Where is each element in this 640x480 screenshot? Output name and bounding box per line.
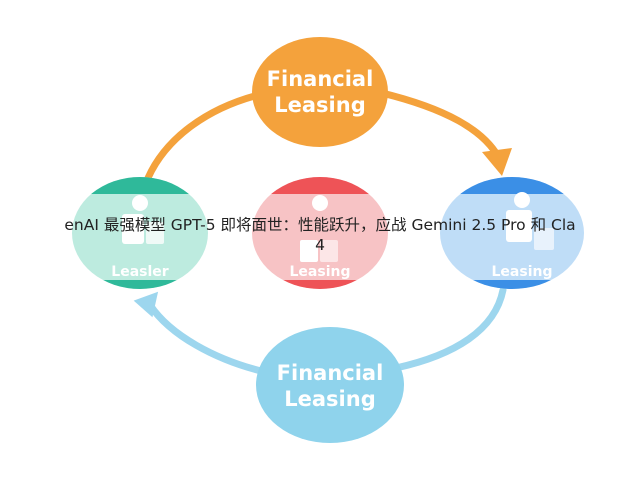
arrow-top-to-right [374,88,504,164]
node-bottom-financial-leasing: Financial Leasing [256,327,404,443]
node-center-label: Leasing [290,264,351,280]
arrow-right-to-bottom [392,286,507,372]
node-left-label: Leasler [111,264,168,280]
person-icon [300,195,338,262]
node-bottom-line1: Financial [277,361,384,385]
arrow-bottom-to-left [146,301,269,376]
node-top-line2: Leasing [274,93,365,117]
node-top-line1: Financial [267,67,374,91]
arrow-left-to-top [144,90,266,182]
node-top-financial-leasing: Financial Leasing [252,37,388,147]
node-bottom-line2: Leasing [284,387,375,411]
node-center-leasing: Leasing [252,177,388,289]
person-icon [506,192,554,250]
overlay-headline-line1: enAI 最强模型 GPT-5 即将面世：性能跃升，应战 Gemini 2.5 … [64,216,576,234]
overlay-headline: enAI 最强模型 GPT-5 即将面世：性能跃升，应战 Gemini 2.5 … [0,215,640,255]
person-icon [122,195,164,244]
arrowhead-top-to-right-icon [482,148,512,176]
overlay-headline-line2: 4 [315,236,325,254]
node-right-label: Leasing [492,264,553,280]
arrowhead-bottom-to-left-icon [133,291,159,318]
